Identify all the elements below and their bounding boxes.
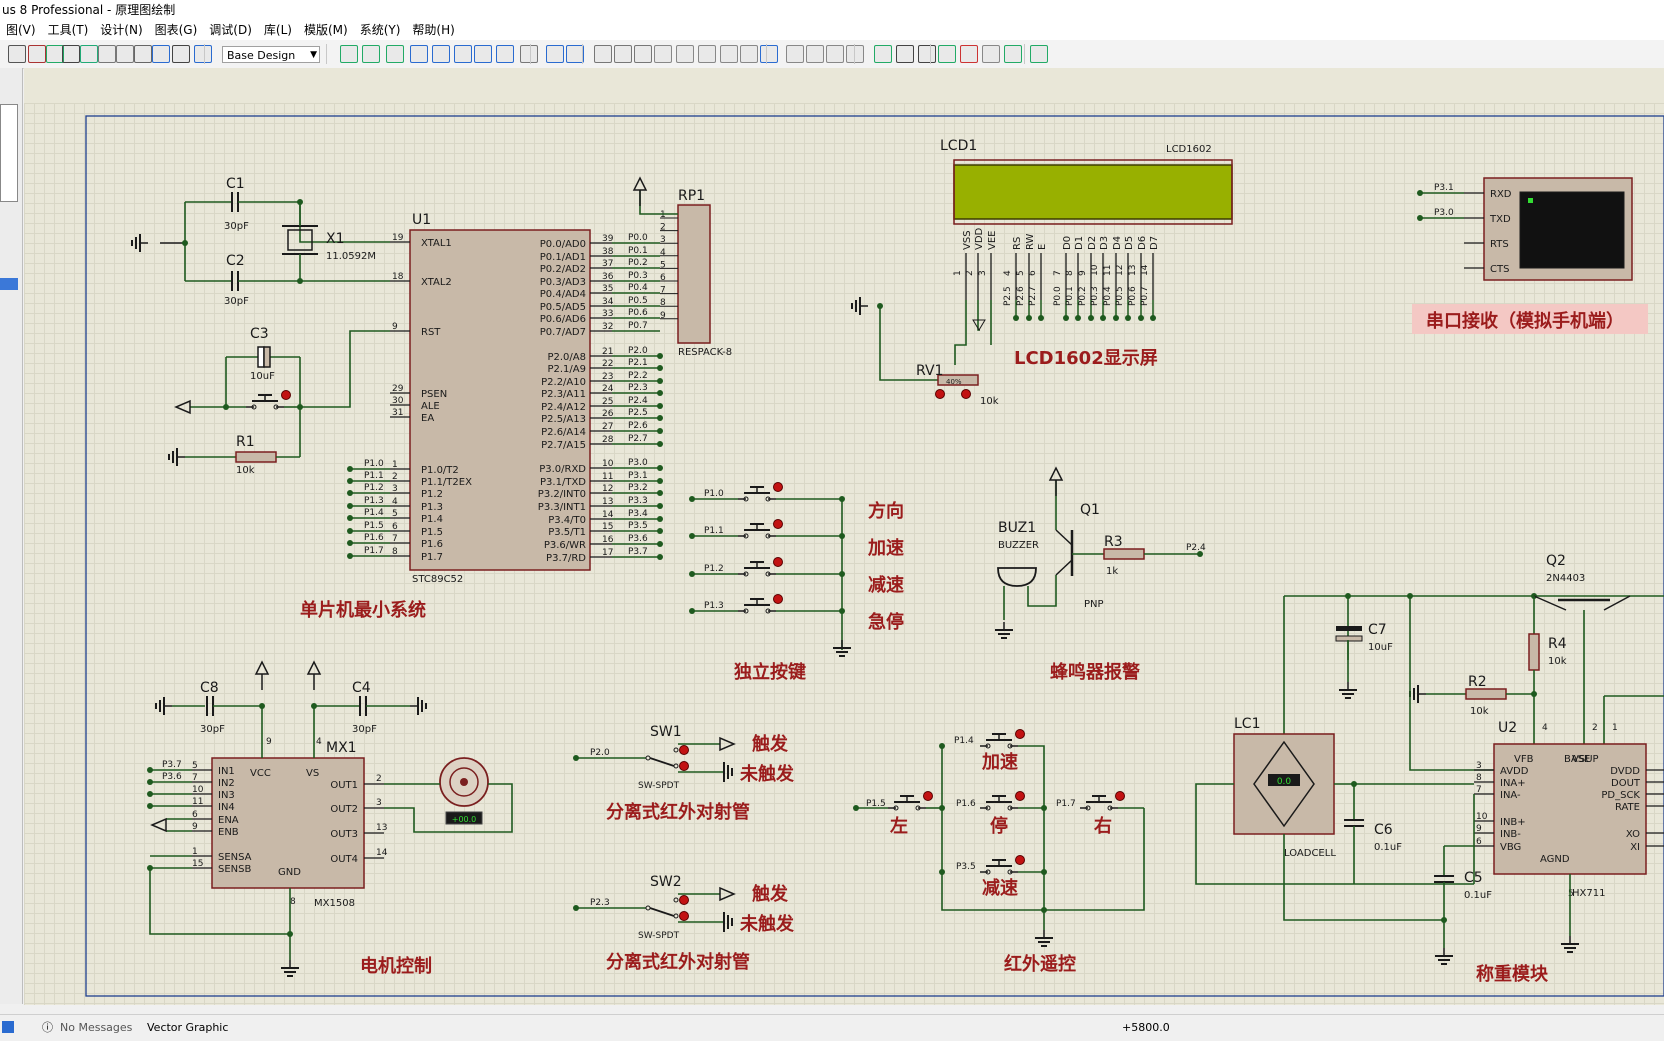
toolbar-button-icon[interactable] xyxy=(8,45,26,63)
menu-item-8[interactable]: 帮助(H) xyxy=(412,23,455,37)
menu-item-7[interactable]: 系统(Y) xyxy=(359,23,401,37)
messages-icon[interactable]: ⓘ xyxy=(42,1021,53,1034)
toolbar-button-icon[interactable] xyxy=(80,45,98,63)
toolbar-button-icon[interactable] xyxy=(496,45,514,63)
toolbar-button-icon[interactable] xyxy=(698,45,716,63)
toolbar-separator xyxy=(204,44,205,64)
toolbar-button-icon[interactable] xyxy=(634,45,652,63)
toolbar-separator xyxy=(854,44,855,64)
toolbar-button-icon[interactable] xyxy=(62,45,80,63)
layer-select[interactable]: Base Design ▼ xyxy=(222,46,320,63)
menu-item-5[interactable]: 库(L) xyxy=(263,23,292,37)
toolbar-button-icon[interactable] xyxy=(194,45,212,63)
toolbar-button-icon[interactable] xyxy=(846,45,864,63)
sheet-top-strip xyxy=(24,68,1664,103)
status-icon xyxy=(2,1021,14,1033)
toolbar-button-icon[interactable] xyxy=(410,45,428,63)
toolbar-separator xyxy=(766,44,767,64)
window-title-bar: us 8 Professional - 原理图绘制 xyxy=(0,0,1664,20)
toolbar-button-icon[interactable] xyxy=(938,45,956,63)
toolbar-button-icon[interactable] xyxy=(454,45,472,63)
menu-item-6[interactable]: 模版(M) xyxy=(303,23,348,37)
toolbar-button-icon[interactable] xyxy=(152,45,170,63)
toolbar-separator xyxy=(1024,44,1025,64)
toolbar-button-icon[interactable] xyxy=(28,45,46,63)
toolbar-button-icon[interactable] xyxy=(340,45,358,63)
toolbar-button-icon[interactable] xyxy=(874,45,892,63)
toolbar-button-icon[interactable] xyxy=(546,45,564,63)
device-preview[interactable] xyxy=(0,104,18,202)
left-panel xyxy=(0,68,23,1004)
schematic-canvas[interactable] xyxy=(24,103,1664,1005)
toolbar-button-icon[interactable] xyxy=(982,45,1000,63)
toolbar-button-icon[interactable] xyxy=(786,45,804,63)
toolbar-button-icon[interactable] xyxy=(614,45,632,63)
toolbar-button-icon[interactable] xyxy=(520,45,538,63)
menu-bar: 图(V) 工具(T) 设计(N) 图表(G) 调试(D) 库(L) 模版(M) 系统(Y) 帮助… xyxy=(0,20,1664,40)
toolbar-button-icon[interactable] xyxy=(474,45,492,63)
toolbar-button-icon[interactable] xyxy=(432,45,450,63)
toolbar-button-icon[interactable] xyxy=(960,45,978,63)
toolbar-button-icon[interactable] xyxy=(1030,45,1048,63)
toolbar-separator xyxy=(930,44,931,64)
toolbar-button-icon[interactable] xyxy=(594,45,612,63)
menu-item-4[interactable]: 调试(D) xyxy=(209,23,252,37)
toolbar-button-icon[interactable] xyxy=(826,45,844,63)
toolbar-button-icon[interactable] xyxy=(654,45,672,63)
toolbar-button-icon[interactable] xyxy=(806,45,824,63)
toolbar-button-icon[interactable] xyxy=(918,45,936,63)
toolbar-button-icon[interactable] xyxy=(134,45,152,63)
window-title: us 8 Professional - 原理图绘制 xyxy=(2,3,176,17)
toolbar-button-icon[interactable] xyxy=(1004,45,1022,63)
toolbar-button-icon[interactable] xyxy=(362,45,380,63)
mode-status: Vector Graphic xyxy=(147,1021,229,1034)
toolbar-button-icon[interactable] xyxy=(720,45,738,63)
status-bar: ⓘ No Messages Vector Graphic +5800.0 xyxy=(0,1014,1664,1041)
toolbar-separator xyxy=(582,44,583,64)
menu-item-1[interactable]: 工具(T) xyxy=(47,23,89,37)
toolbar-button-icon[interactable] xyxy=(172,45,190,63)
menu-item-2[interactable]: 设计(N) xyxy=(100,23,143,37)
toolbar-button-icon[interactable] xyxy=(676,45,694,63)
toolbar-separator xyxy=(326,44,327,64)
toolbar-button-icon[interactable] xyxy=(740,45,758,63)
toolbar-button-icon[interactable] xyxy=(566,45,584,63)
toolbar-separator xyxy=(530,44,531,64)
toolbar-button-icon[interactable] xyxy=(760,45,778,63)
device-list-item[interactable] xyxy=(0,278,18,290)
menu-item-0[interactable]: 图(V) xyxy=(6,23,36,37)
menu-item-3[interactable]: 图表(G) xyxy=(154,23,198,37)
toolbar-button-icon[interactable] xyxy=(386,45,404,63)
toolbar-button-icon[interactable] xyxy=(896,45,914,63)
layer-select-value: Base Design xyxy=(227,49,296,62)
toolbar-button-icon[interactable] xyxy=(98,45,116,63)
toolbar-button-icon[interactable] xyxy=(46,45,64,63)
messages-status[interactable]: No Messages xyxy=(60,1021,133,1034)
toolbar-button-icon[interactable] xyxy=(116,45,134,63)
chevron-down-icon: ▼ xyxy=(310,50,317,60)
coordinate-readout: +5800.0 xyxy=(1122,1021,1170,1034)
